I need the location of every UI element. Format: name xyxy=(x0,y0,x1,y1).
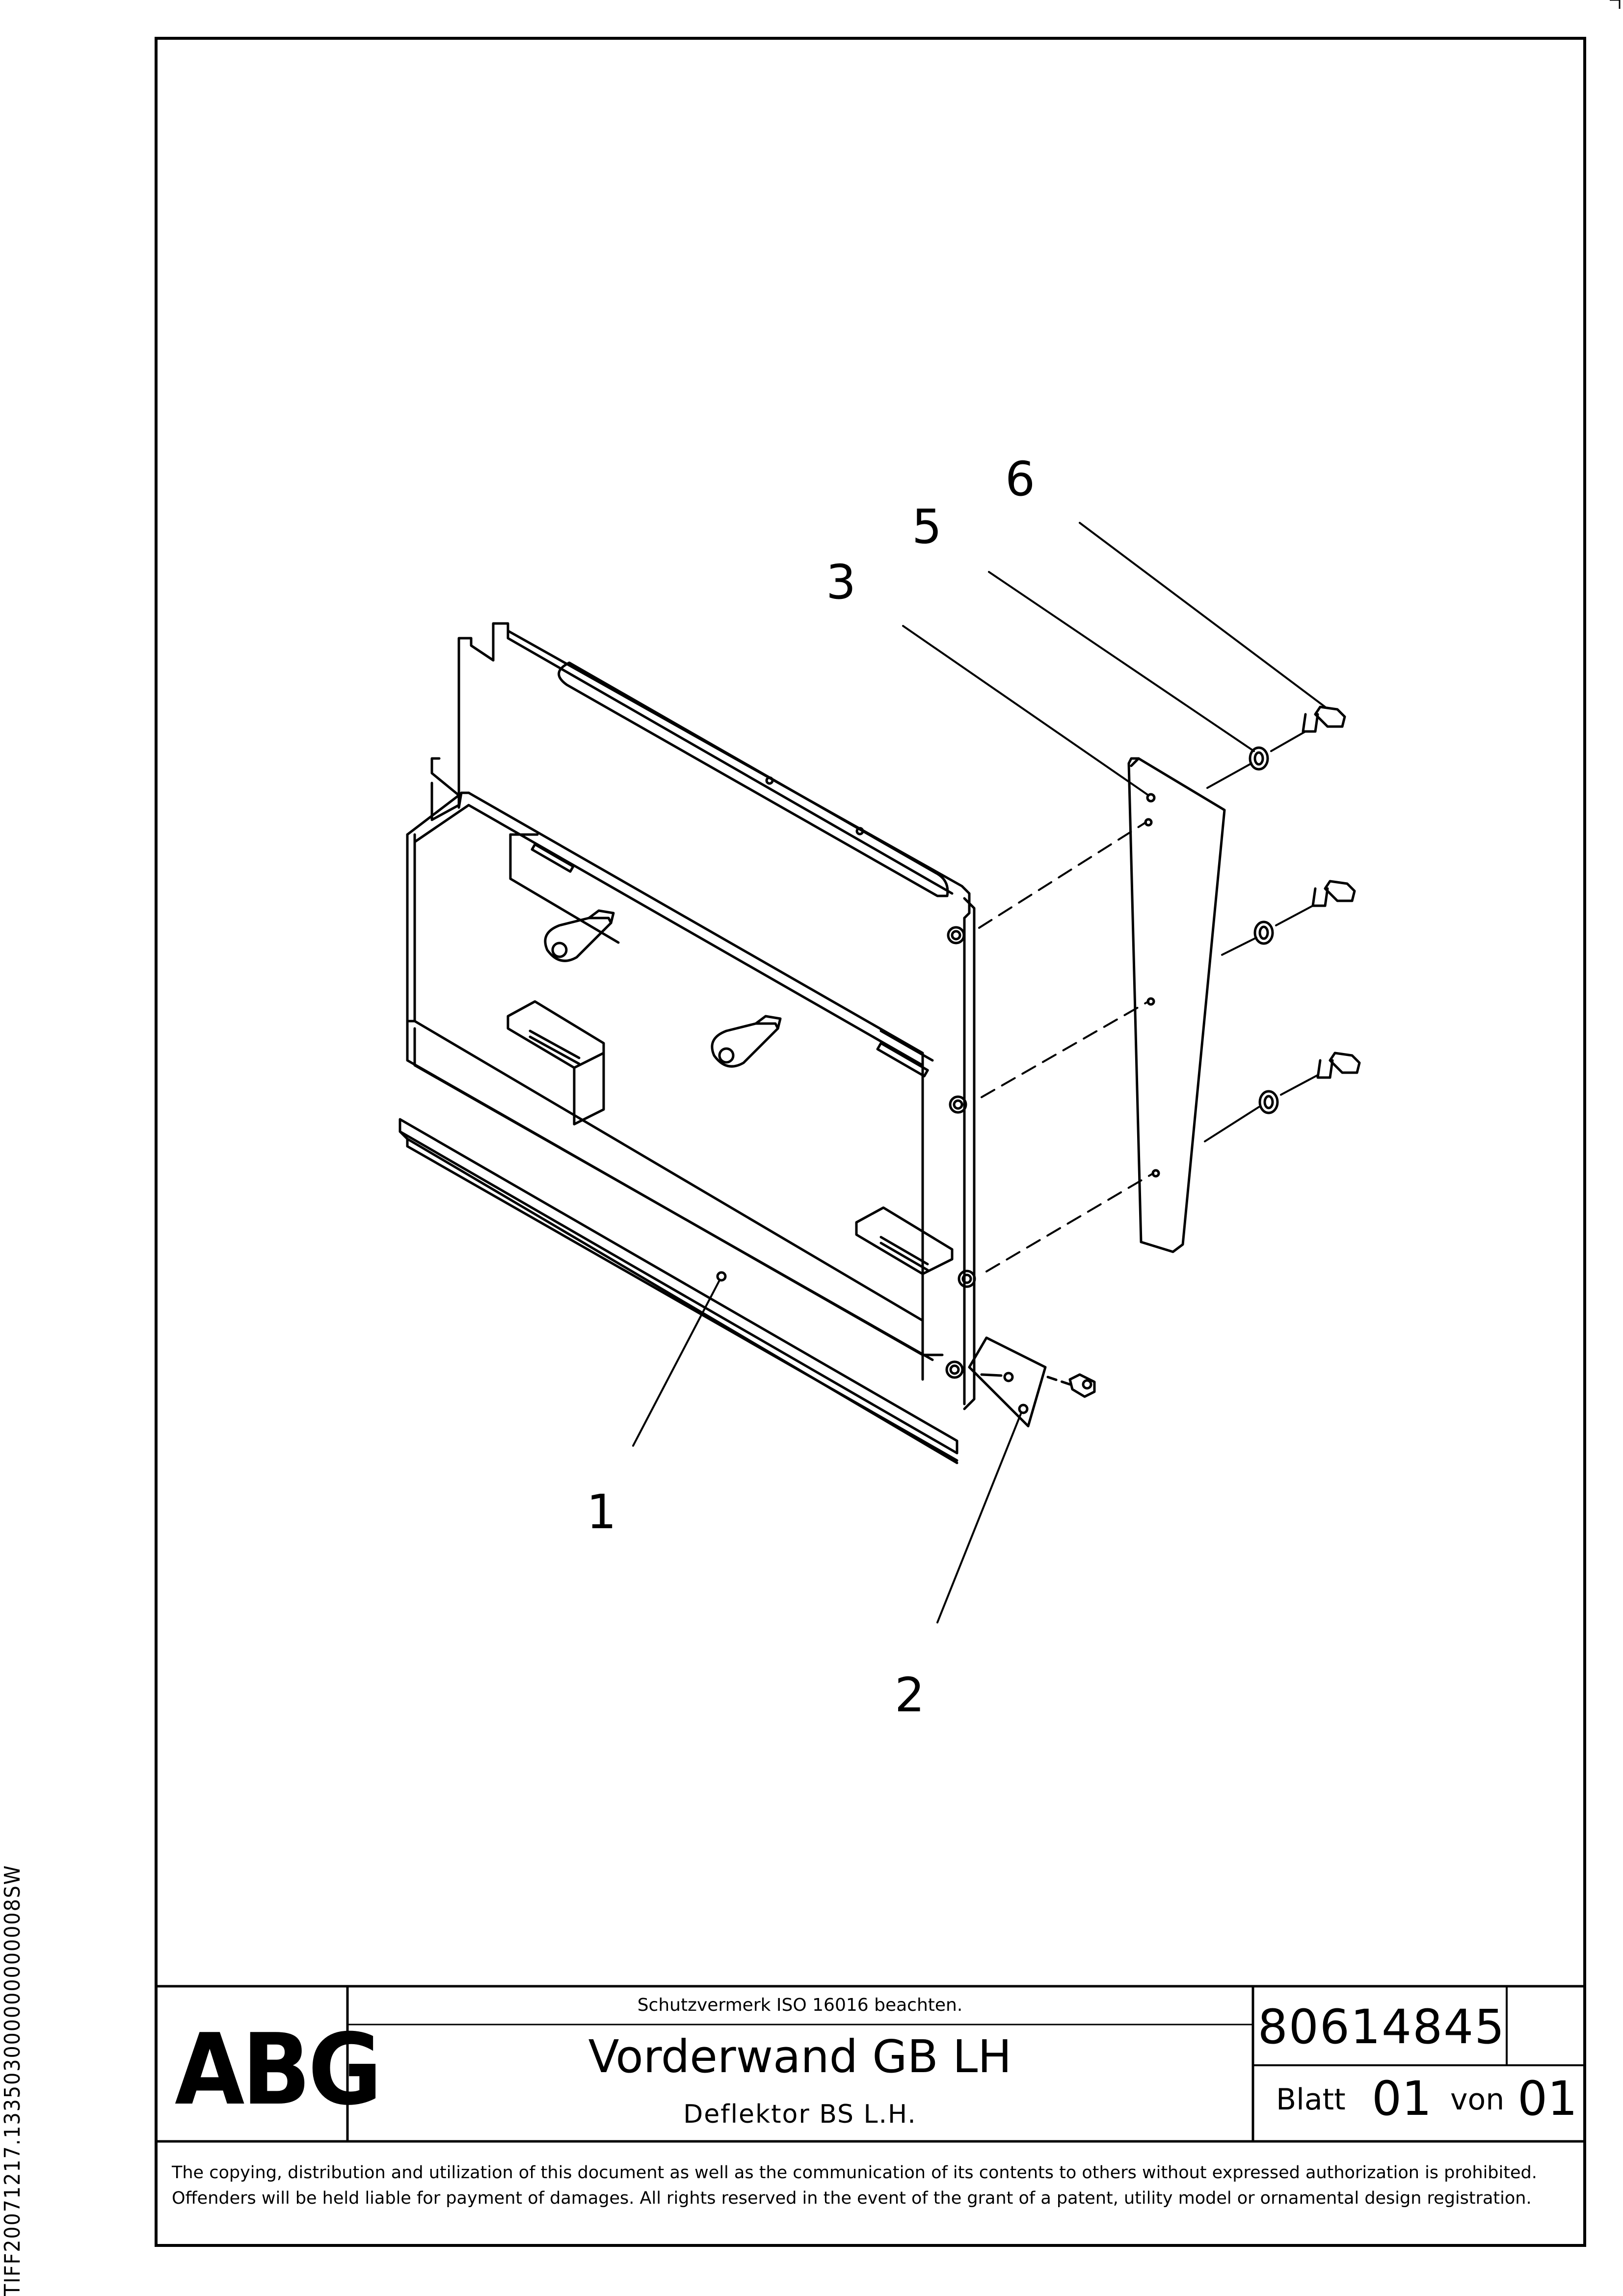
front-wall-panel xyxy=(399,622,976,1464)
sheet-number: 01 xyxy=(1372,2071,1432,2126)
assembly-lines xyxy=(978,730,1319,1272)
document-number: 80614845 xyxy=(1257,1999,1506,2054)
drawing-title: Vorderwand GB LH xyxy=(588,2030,1012,2083)
leader-lines xyxy=(632,522,1326,1623)
drawing-subtitle: Deflektor BS L.H. xyxy=(683,2100,917,2129)
vertical-document-id: TIFF20071217.133503000000000008SW xyxy=(0,1864,25,2296)
bolts-and-washers xyxy=(1249,705,1361,1114)
callout-6: 6 xyxy=(1005,452,1036,507)
sheet-label: Blatt xyxy=(1276,2082,1346,2117)
small-plate xyxy=(968,1336,1096,1428)
callout-2: 2 xyxy=(895,1668,925,1723)
protection-note: Schutzvermerk ISO 16016 beachten. xyxy=(637,1995,963,2015)
callout-3: 3 xyxy=(826,555,856,610)
copyright-notice: The copying, distribution and utilizatio… xyxy=(172,2163,1537,2208)
company-logo: ABG xyxy=(175,2013,382,2127)
sheet-total: 01 xyxy=(1517,2071,1578,2126)
of-label: von xyxy=(1450,2082,1505,2117)
callout-5: 5 xyxy=(912,499,942,554)
callout-1: 1 xyxy=(586,1485,617,1540)
deflector-plate xyxy=(1127,757,1226,1253)
